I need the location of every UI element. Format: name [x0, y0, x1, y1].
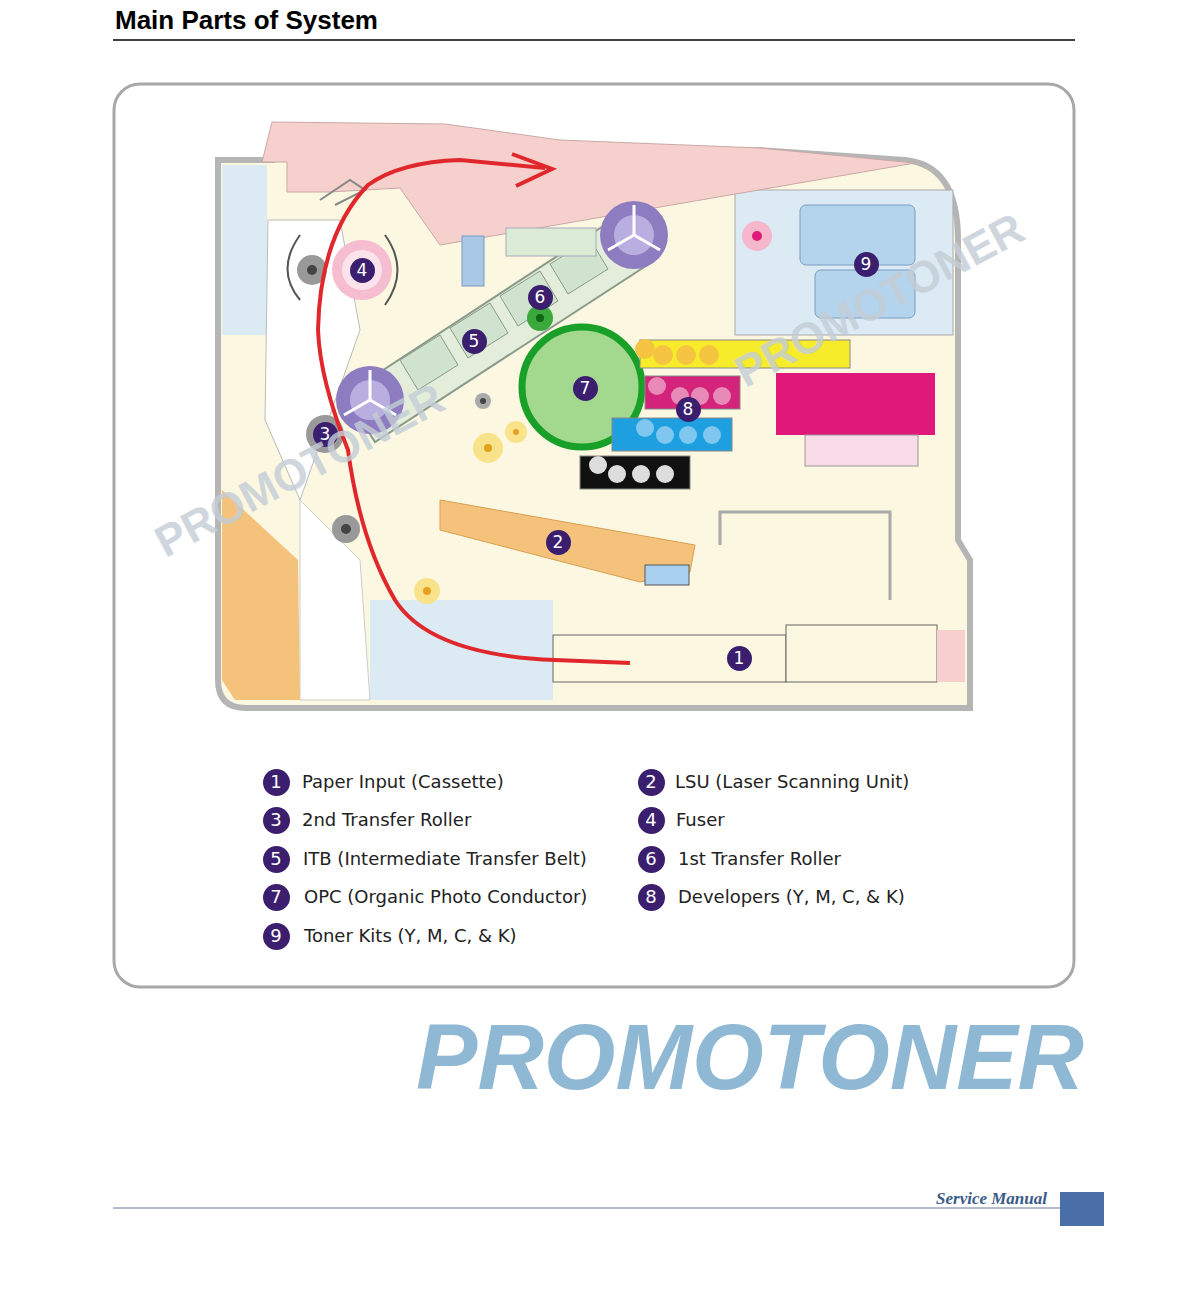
callout-number: 3: [270, 811, 281, 829]
callout-circle: 2: [546, 530, 571, 555]
callout-number: 4: [357, 262, 368, 279]
logo-text: PROMOTONER: [416, 1005, 1084, 1111]
callout-circle: 9: [263, 923, 290, 950]
callout-number: 5: [469, 333, 480, 350]
callout-circle: 9: [854, 252, 879, 277]
page-title: Main Parts of System: [115, 6, 378, 36]
legend-text: 1st Transfer Roller: [678, 849, 841, 870]
callout-number: 5: [270, 850, 281, 868]
legend-text: 2nd Transfer Roller: [302, 810, 471, 831]
callout-circle: 6: [528, 285, 553, 310]
legend-text: Developers (Y, M, C, & K): [678, 887, 905, 908]
callout-number: 1: [734, 650, 745, 667]
callout-number: 2: [553, 534, 564, 551]
callout-circle: 2: [638, 769, 665, 796]
callout-number: 6: [645, 850, 656, 868]
callout-circle: 1: [727, 646, 752, 671]
callout-number: 2: [645, 773, 656, 791]
callout-circle: 6: [638, 846, 665, 873]
callout-number: 9: [861, 256, 872, 273]
callout-circle: 3: [263, 807, 290, 834]
callout-number: 8: [683, 401, 694, 418]
callout-circle: 8: [638, 884, 665, 911]
callout-number: 9: [270, 927, 281, 945]
callout-number: 8: [645, 888, 656, 906]
callout-circle: 7: [263, 884, 290, 911]
callout-number: 7: [270, 888, 281, 906]
callout-circle: 5: [462, 329, 487, 354]
legend-text: Fuser: [676, 810, 725, 831]
legend-text: Paper Input (Cassette): [302, 772, 504, 793]
legend-text: LSU (Laser Scanning Unit): [675, 772, 909, 793]
callout-circle: 8: [676, 397, 701, 422]
callout-circle: 7: [573, 376, 598, 401]
legend-text: OPC (Organic Photo Conductor): [304, 887, 587, 908]
legend-text: Toner Kits (Y, M, C, & K): [304, 926, 517, 947]
legend-text: ITB (Intermediate Transfer Belt): [303, 849, 587, 870]
callout-number: 7: [580, 380, 591, 397]
callout-circle: 4: [350, 258, 375, 283]
callout-number: 1: [270, 773, 281, 791]
callout-number: 6: [535, 289, 546, 306]
callout-circle: 5: [263, 846, 290, 873]
callout-number: 4: [645, 811, 656, 829]
footer-text: Service Manual: [936, 1189, 1047, 1209]
callout-circle: 1: [263, 769, 290, 796]
callout-circle: 4: [638, 807, 665, 834]
